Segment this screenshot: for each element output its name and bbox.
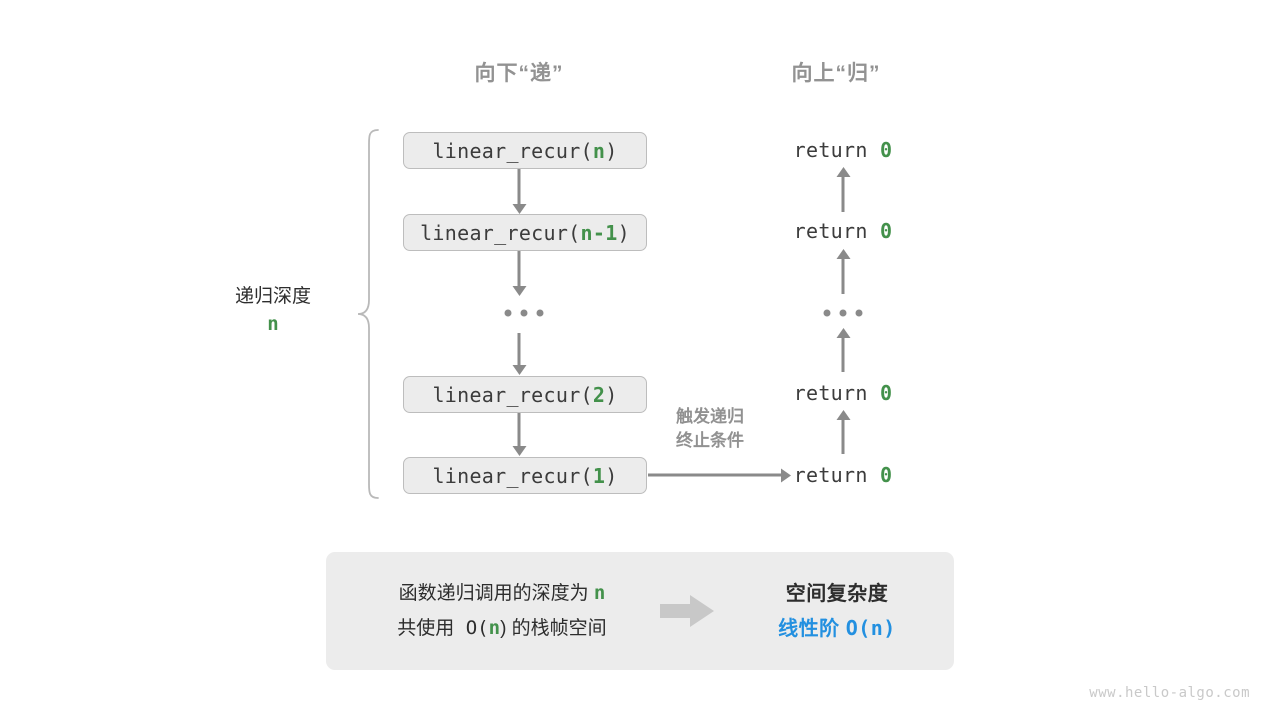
dot <box>839 309 847 317</box>
return-keyword: return <box>793 219 868 243</box>
base-case-note-line2: 终止条件 <box>676 431 744 450</box>
call-frame-arg: n <box>592 138 606 163</box>
return-keyword: return <box>793 381 868 405</box>
dot <box>823 309 831 317</box>
return-value: 0 <box>880 463 893 487</box>
recursion-depth-label: 递归深度 n <box>235 283 311 337</box>
descend-arrow <box>517 413 521 447</box>
return-value: 0 <box>880 138 893 162</box>
recursion-depth-text: 递归深度 <box>234 286 312 307</box>
ellipsis-left <box>504 309 544 317</box>
call-frame-prefix: linear_recur( <box>432 138 593 163</box>
return-value: 0 <box>880 381 893 405</box>
call-frame-prefix: linear_recur( <box>420 220 581 245</box>
ellipsis-right <box>823 309 863 317</box>
call-frame-prefix: linear_recur( <box>432 382 593 407</box>
dot <box>855 309 863 317</box>
return-statement: return 0 <box>794 381 893 405</box>
return-keyword: return <box>793 138 868 162</box>
descend-arrow <box>517 333 521 366</box>
summary-line2-var: n <box>488 617 501 639</box>
call-frame-suffix: ) <box>617 220 630 245</box>
summary-panel: 函数递归调用的深度为 n 共使用 O(n) 的栈帧空间 空间复杂度 线性阶 O(… <box>326 552 954 670</box>
complexity-value-notation: O(n) <box>845 615 896 640</box>
site-watermark: www.hello-algo.com <box>1089 685 1250 701</box>
return-statement: return 0 <box>794 219 893 243</box>
ascend-arrow <box>841 337 845 372</box>
call-frame-arg: 2 <box>592 382 606 407</box>
descend-arrow <box>517 251 521 287</box>
summary-line1-prefix: 函数递归调用的深度为 <box>398 583 594 604</box>
return-value: 0 <box>880 219 893 243</box>
summary-line-1: 函数递归调用的深度为 n <box>348 576 656 611</box>
complexity-value-label: 线性阶 <box>778 617 846 640</box>
summary-right-text: 空间复杂度 线性阶 O(n) <box>720 577 954 646</box>
recursion-depth-value: n <box>267 313 279 335</box>
complexity-value: 线性阶 O(n) <box>720 611 954 646</box>
call-frame-box: linear_recur(n-1) <box>403 214 647 251</box>
call-frame-suffix: ) <box>605 463 618 488</box>
call-frame-arg: n-1 <box>580 220 618 245</box>
descend-arrow <box>517 169 521 205</box>
return-statement: return 0 <box>794 138 893 162</box>
call-frame-suffix: ) <box>605 138 618 163</box>
call-frame-box: linear_recur(1) <box>403 457 647 494</box>
dot <box>536 309 544 317</box>
ascend-arrow <box>841 176 845 212</box>
return-keyword: return <box>793 463 868 487</box>
call-frame-arg: 1 <box>592 463 606 488</box>
call-frame-box: linear_recur(2) <box>403 376 647 413</box>
summary-line2-prefix: 共使用 O( <box>397 617 489 639</box>
ascend-arrow <box>841 258 845 294</box>
column-header-ascend: 向上“归” <box>791 62 881 85</box>
call-frame-box: linear_recur(n) <box>403 132 647 169</box>
call-frame-suffix: ) <box>605 382 618 407</box>
right-block-arrow-icon <box>656 591 720 631</box>
dot <box>504 309 512 317</box>
call-frame-prefix: linear_recur( <box>432 463 593 488</box>
summary-line1-var: n <box>593 582 606 604</box>
dot <box>520 309 528 317</box>
ascend-arrow <box>841 419 845 454</box>
complexity-title: 空间复杂度 <box>785 582 889 605</box>
base-case-arrow <box>648 473 781 477</box>
base-case-note: 触发递归 终止条件 <box>676 405 744 453</box>
summary-left-text: 函数递归调用的深度为 n 共使用 O(n) 的栈帧空间 <box>326 576 656 646</box>
depth-brace-icon <box>357 129 379 499</box>
summary-line-2: 共使用 O(n) 的栈帧空间 <box>348 611 656 646</box>
return-statement: return 0 <box>794 463 893 487</box>
column-header-descend: 向下“递” <box>474 62 564 85</box>
summary-line2-suffix: ) 的栈帧空间 <box>500 618 607 639</box>
base-case-note-line1: 触发递归 <box>676 407 744 426</box>
